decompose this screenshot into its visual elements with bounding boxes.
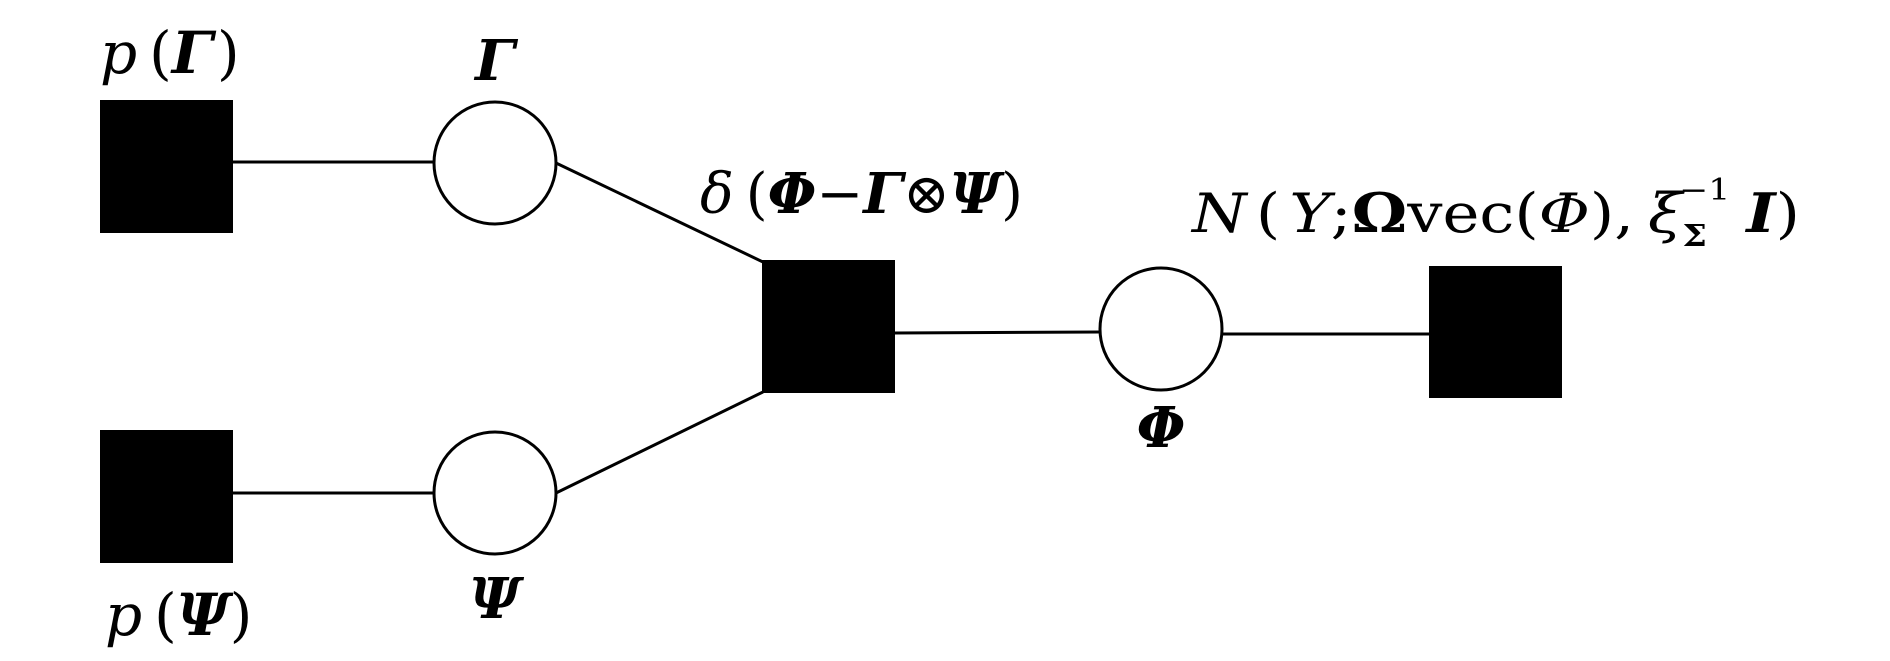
variable-gamma <box>432 100 558 226</box>
variable-phi <box>1098 266 1224 392</box>
variable-psi <box>432 430 558 556</box>
label-variable-phi: Φ <box>1137 395 1186 461</box>
factor-likelihood <box>1429 266 1562 398</box>
factor-prior-psi <box>100 430 233 563</box>
label-prior-gamma: p(Γ) <box>100 19 240 87</box>
label-variable-gamma: Γ <box>473 28 519 94</box>
edge-psi-to-delta <box>555 390 764 495</box>
edge-gamma-to-delta <box>555 161 764 264</box>
label-prior-psi: p(Ψ) <box>105 581 252 649</box>
label-factor-delta: δ(Φ−Γ⊗Ψ) <box>700 161 1023 227</box>
edge-delta-to-phi <box>894 330 1101 335</box>
factor-prior-gamma <box>100 100 233 233</box>
label-variable-psi: Ψ <box>469 566 524 632</box>
factor-delta <box>762 260 895 393</box>
